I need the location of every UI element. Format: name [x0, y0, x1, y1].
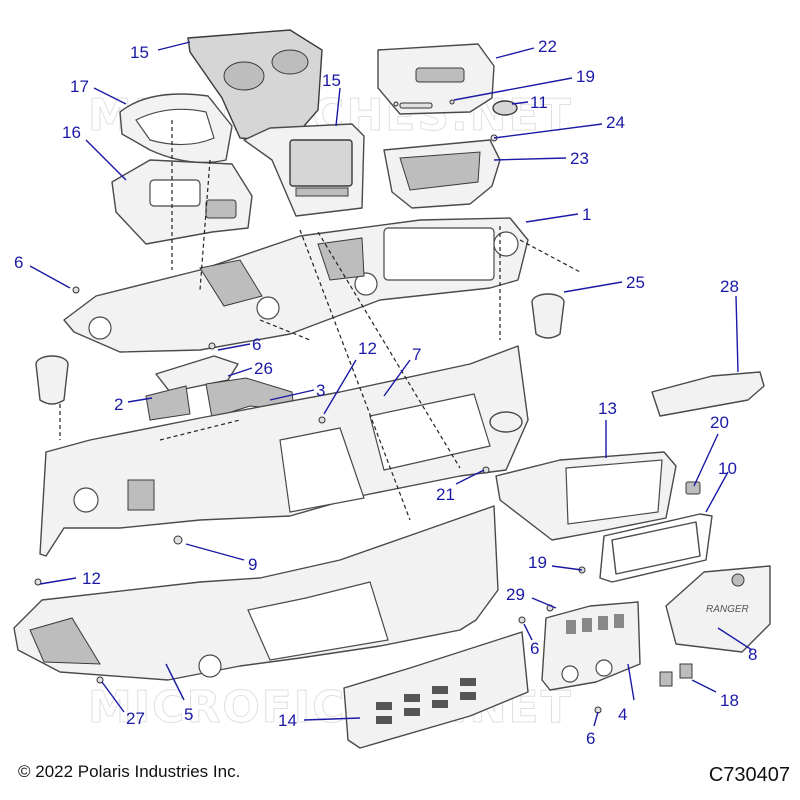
callout-15a: 15 — [130, 43, 149, 62]
callout-8: 8 — [748, 645, 757, 664]
copyright-notice: © 2022 Polaris Industries Inc. — [18, 762, 241, 781]
callout-25: 25 — [626, 273, 645, 292]
drawing-id: C730407 — [708, 764, 790, 786]
part-11-cap — [492, 100, 518, 116]
part-10-seal — [599, 513, 713, 583]
leader-lines — [29, 41, 753, 727]
part-14-lower-panel — [343, 631, 529, 749]
left-cupholder — [35, 355, 69, 405]
callout-4: 4 — [618, 705, 627, 724]
callout-15b: 15 — [322, 71, 341, 90]
callout-2: 2 — [114, 395, 123, 414]
callout-29: 29 — [506, 585, 525, 604]
part-20-latch — [685, 481, 701, 495]
callout-24: 24 — [606, 113, 625, 132]
callout-22: 22 — [538, 37, 557, 56]
callout-19b: 19 — [528, 553, 547, 572]
callout-14: 14 — [278, 711, 297, 730]
part-19-screw-upper — [399, 102, 433, 109]
callout-26: 26 — [254, 359, 273, 378]
part-25-cupholder — [531, 293, 565, 339]
callout-6a: 6 — [14, 253, 23, 272]
part-26-cover-plate — [155, 355, 239, 393]
part-16-gauge-housing — [111, 159, 253, 245]
callout-23: 23 — [570, 149, 589, 168]
part-18-clips — [659, 663, 693, 687]
assembly-lines — [59, 120, 581, 521]
callout-5: 5 — [184, 705, 193, 724]
callouts: 15 22 17 15 19 11 16 24 23 1 6 25 28 6 1… — [14, 37, 757, 748]
part-23-storage-bin — [383, 139, 501, 209]
callout-12a: 12 — [358, 339, 377, 358]
part-28-trim-strip — [651, 371, 765, 417]
part-1-upper-dash — [63, 217, 529, 353]
callout-1: 1 — [582, 205, 591, 224]
callout-11: 11 — [530, 93, 548, 112]
callout-6d: 6 — [586, 729, 595, 748]
part-17-gauge-bezel — [119, 93, 233, 164]
callout-21: 21 — [436, 485, 455, 504]
callout-18: 18 — [720, 691, 739, 710]
callout-17: 17 — [70, 77, 89, 96]
part-4-switch-bezel — [541, 601, 641, 691]
callout-16: 16 — [62, 123, 81, 142]
callout-28: 28 — [720, 277, 739, 296]
part-22-storage-lid — [377, 43, 495, 115]
fasteners — [34, 99, 602, 714]
part-15-cupholder-console — [187, 29, 323, 143]
callout-6c: 6 — [530, 639, 539, 658]
callout-27: 27 — [126, 709, 145, 728]
callout-9: 9 — [248, 555, 257, 574]
callout-6b: 6 — [252, 335, 261, 354]
callout-13: 13 — [598, 399, 617, 418]
part-15-display-panel — [243, 123, 365, 217]
part-8-glovebox-door: RANGER — [665, 565, 771, 653]
callout-19a: 19 — [576, 67, 595, 86]
part-7-main-dash-frame — [39, 345, 529, 557]
callout-3: 3 — [316, 381, 325, 400]
callout-12b: 12 — [82, 569, 101, 588]
callout-7: 7 — [412, 345, 421, 364]
callout-10: 10 — [718, 459, 737, 478]
glovebox-logo: RANGER — [706, 604, 749, 615]
part-5-lower-dash — [13, 505, 499, 681]
part-13-glovebox-bin — [495, 451, 677, 541]
callout-20: 20 — [710, 413, 729, 432]
part-2-bracket — [145, 385, 191, 421]
